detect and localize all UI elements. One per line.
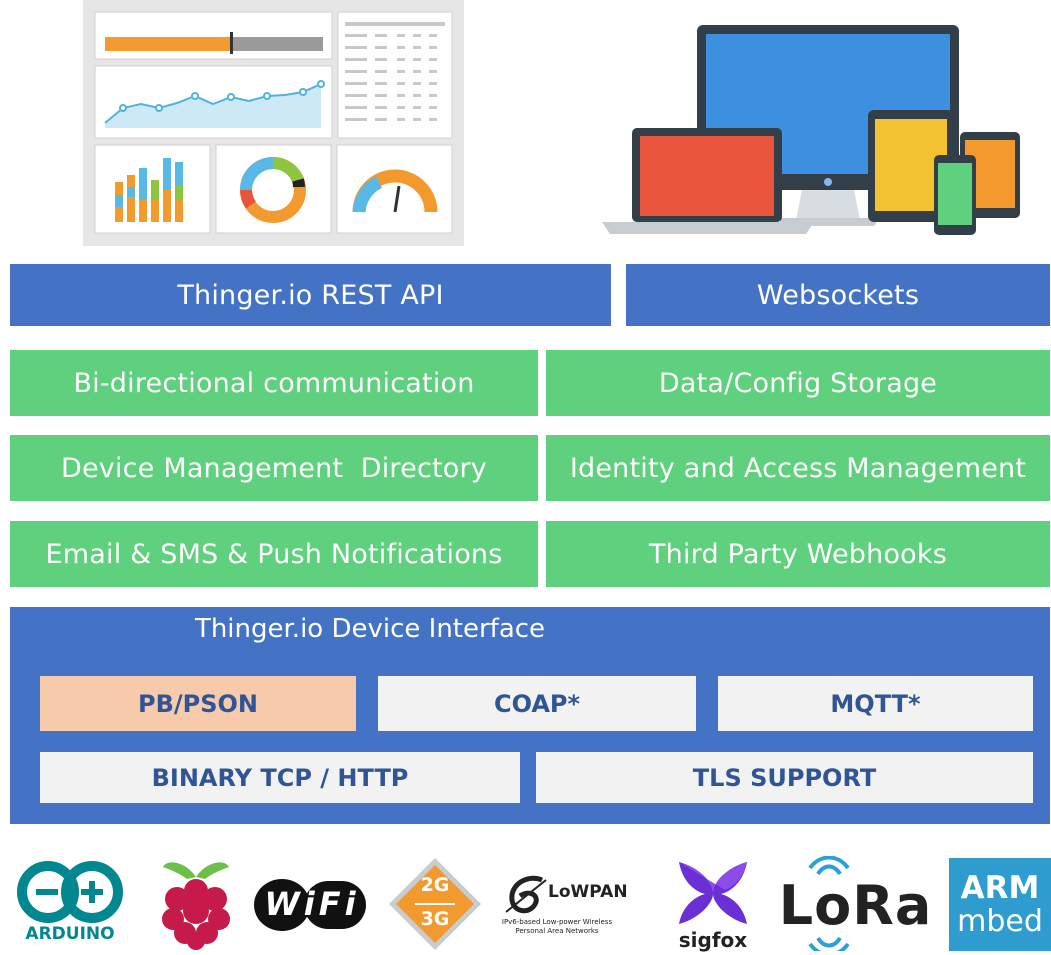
pb-pson-box: PB/PSON — [40, 676, 356, 731]
device-interface-title: Thinger.io Device Interface — [194, 614, 546, 644]
cellular-2g-label: 2G — [420, 874, 450, 896]
tls-support-box: TLS SUPPORT — [536, 752, 1033, 803]
binary-tcp-http-label: BINARY TCP / HTTP — [151, 763, 409, 792]
dashboard-illustration — [83, 0, 464, 246]
webhooks-box: Third Party Webhooks — [546, 521, 1050, 587]
lora-label: LoRa — [778, 874, 933, 937]
wifi-label: WiFi — [264, 885, 360, 923]
devices-illustration — [602, 20, 1034, 242]
coap-box: COAP* — [378, 676, 696, 731]
mqtt-box: MQTT* — [718, 676, 1033, 731]
device-management-box: Device Management Directory — [10, 435, 538, 501]
wifi-logo: WiFi — [252, 875, 372, 935]
raspberry-pi-logo — [155, 857, 237, 951]
device-management-label: Device Management Directory — [61, 452, 487, 484]
websockets-box: Websockets — [626, 264, 1050, 326]
mbed-label: mbed — [957, 904, 1043, 939]
websockets-label: Websockets — [756, 279, 920, 311]
identity-box: Identity and Access Management — [546, 435, 1050, 501]
lora-logo: LoRa — [778, 856, 933, 951]
notifications-box: Email & SMS & Push Notifications — [10, 521, 538, 587]
pb-pson-label: PB/PSON — [137, 689, 258, 718]
sigfox-logo: sigfox — [673, 858, 753, 952]
tls-support-label: TLS SUPPORT — [692, 763, 877, 792]
lowpan-logo: LoWPAN IPv6-based Low-power Wireless Per… — [500, 868, 645, 948]
notifications-label: Email & SMS & Push Notifications — [45, 538, 503, 570]
mqtt-label: MQTT* — [830, 689, 921, 718]
bidirectional-label: Bi-directional communication — [73, 367, 475, 399]
arm-mbed-logo: ARM mbed — [949, 858, 1051, 951]
binary-tcp-http-box: BINARY TCP / HTTP — [40, 752, 520, 803]
lowpan-label: LoWPAN — [548, 882, 628, 902]
rest-api-box: Thinger.io REST API — [10, 264, 611, 326]
webhooks-label: Third Party Webhooks — [648, 538, 948, 570]
cellular-2g-3g-logo: 2G 3G — [385, 856, 485, 951]
arduino-logo: ARDUINO — [10, 858, 130, 951]
lowpan-subtitle: IPv6-based Low-power Wireless Personal A… — [501, 918, 613, 935]
arduino-label: ARDUINO — [25, 924, 115, 944]
arm-label: ARM — [960, 870, 1040, 906]
bidirectional-box: Bi-directional communication — [10, 350, 538, 416]
rest-api-label: Thinger.io REST API — [177, 279, 444, 311]
storage-label: Data/Config Storage — [658, 367, 938, 399]
coap-label: COAP* — [493, 689, 581, 718]
identity-label: Identity and Access Management — [569, 452, 1027, 484]
storage-box: Data/Config Storage — [546, 350, 1050, 416]
cellular-3g-label: 3G — [420, 908, 450, 930]
sigfox-label: sigfox — [678, 928, 748, 952]
